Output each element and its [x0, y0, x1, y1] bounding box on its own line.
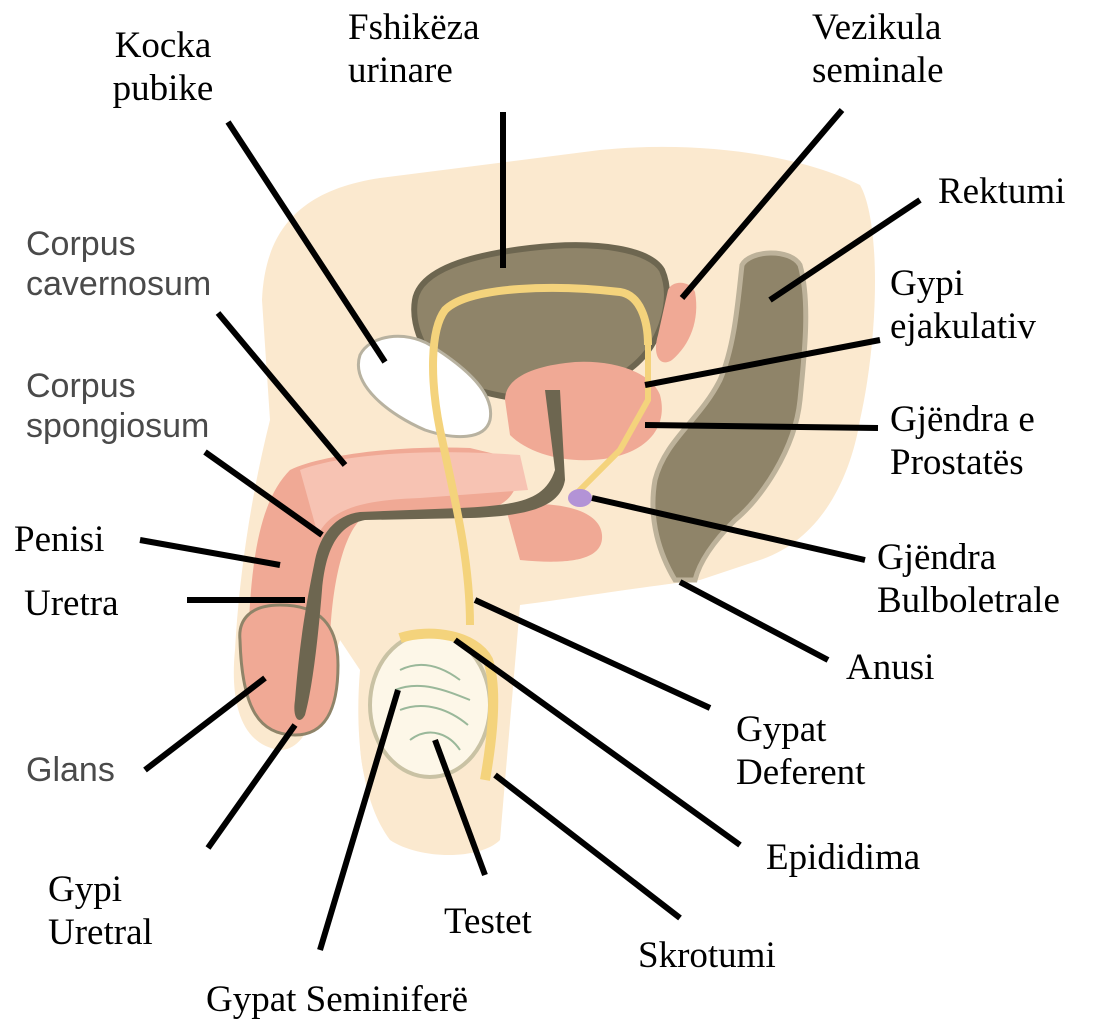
leader-gjendra-prostates: [645, 425, 878, 428]
label-testet: Testet: [444, 900, 532, 943]
bulbourethral-gland-shape: [568, 489, 592, 507]
glans-shape: [240, 605, 338, 735]
label-glans: Glans: [26, 750, 115, 790]
label-skrotumi: Skrotumi: [638, 934, 776, 977]
leader-skrotumi: [495, 775, 680, 918]
label-rektumi: Rektumi: [938, 170, 1065, 213]
label-epididima: Epididima: [766, 836, 920, 879]
label-anusi: Anusi: [846, 646, 934, 689]
label-penisi: Penisi: [14, 518, 104, 561]
prostate-shape: [505, 362, 662, 460]
leader-gypi-uretral: [208, 725, 295, 848]
leader-anusi: [680, 582, 828, 660]
label-gypat-seminifere: Gypat Seminiferë: [206, 978, 468, 1021]
label-uretra: Uretra: [24, 582, 119, 625]
